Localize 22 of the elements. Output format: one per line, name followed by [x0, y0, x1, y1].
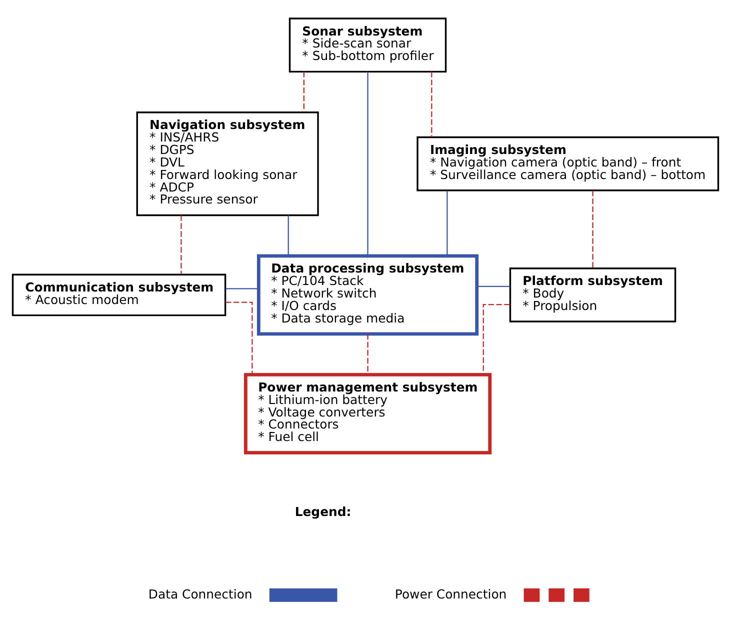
connector	[226, 301, 253, 374]
connector	[367, 334, 368, 374]
connector	[446, 190, 448, 256]
node-box: Communication subsystem * Acoustic modem	[12, 273, 226, 316]
connector	[482, 304, 510, 374]
node-box: Imaging subsystem * Navigation camera (optic band) – front * Surveillance camera (optic band) – bottom	[416, 136, 720, 191]
connector	[367, 71, 368, 256]
node-box: Sonar subsystem * Side-scan sonar * Sub-bottom profiler	[288, 17, 447, 72]
connector	[303, 71, 304, 112]
node-box: Data processing subsystem * PC/104 Stack * Network switch * I/O cards * Data storage media	[256, 254, 479, 336]
connector	[431, 71, 432, 136]
connector	[592, 190, 594, 268]
node-box: Power management subsystem * Lithium-ion battery * Voltage converters * Connectors * Fuel cell	[244, 372, 492, 454]
legend-label: Power Connection	[394, 586, 507, 601]
label: Legend:	[294, 503, 352, 518]
legend-label: Data Connection	[148, 586, 252, 601]
node-box: Navigation subsystem * INS/AHRS * DGPS * DVL * Forward looking sonar * ADCP * Pressure sensor	[136, 111, 319, 216]
connector	[226, 288, 259, 289]
connector	[288, 214, 289, 256]
connector	[180, 214, 182, 274]
node-box: Platform subsystem * Body * Propulsion	[509, 267, 676, 322]
connector	[476, 285, 510, 287]
